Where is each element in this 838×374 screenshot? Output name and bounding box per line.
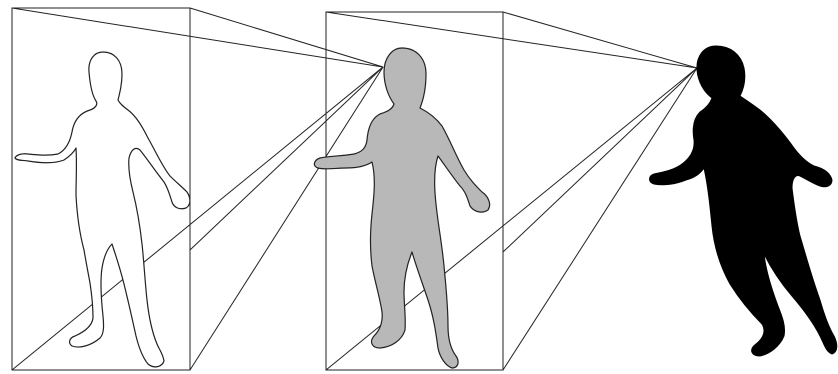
proj-left-top-front — [190, 8, 383, 67]
left-frame — [12, 8, 383, 370]
proj-left-bottom-front — [190, 67, 383, 370]
left-frame-diagonal — [12, 67, 383, 370]
proj-mid-top-back — [326, 12, 697, 68]
projection-lines-left — [12, 8, 383, 370]
proj-mid-bottom-front — [503, 68, 697, 370]
black-figure — [650, 46, 837, 356]
proj-left-top-back — [12, 8, 383, 67]
proj-mid-top-front — [503, 12, 697, 68]
gray-figure — [314, 48, 489, 368]
outline-figure — [15, 52, 190, 367]
proj-mid-mid-front — [503, 68, 697, 252]
